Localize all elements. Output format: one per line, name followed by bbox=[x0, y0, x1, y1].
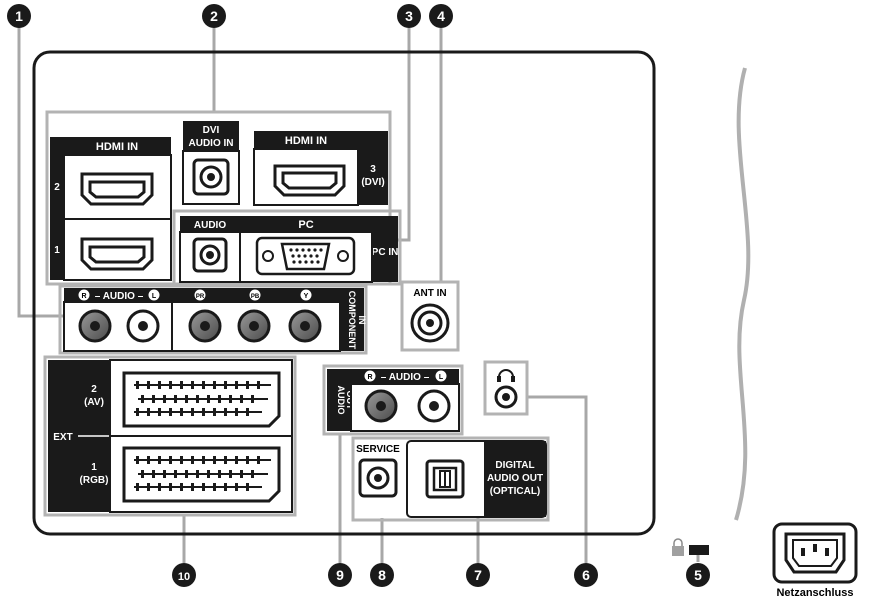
component-pb-label: PB bbox=[251, 294, 260, 300]
audio-out-r: R bbox=[367, 374, 372, 381]
callout-3: 3 bbox=[397, 4, 421, 28]
ant-in-jack[interactable] bbox=[410, 303, 450, 343]
svg-text:7: 7 bbox=[474, 567, 482, 583]
callout-2: 2 bbox=[202, 4, 226, 28]
callout-8: 8 bbox=[370, 563, 394, 587]
service-label: SERVICE bbox=[356, 444, 400, 455]
hdmi-port-3-dvi-label: (DVI) bbox=[361, 177, 384, 188]
lock-icon bbox=[672, 538, 684, 556]
callout-6: 6 bbox=[574, 563, 598, 587]
audio-out-l-jack[interactable] bbox=[417, 389, 451, 423]
pc-audio-jack[interactable] bbox=[192, 237, 228, 273]
hdmi-port-1-label: 1 bbox=[54, 245, 60, 256]
leader-lines bbox=[17, 27, 700, 563]
kensington-lock bbox=[672, 538, 709, 556]
callout-9: 9 bbox=[328, 563, 352, 587]
leader-3 bbox=[398, 28, 411, 242]
component-y-jack[interactable] bbox=[288, 309, 322, 343]
scart-port-1[interactable] bbox=[122, 446, 281, 503]
hdmi-in-right-title: HDMI IN bbox=[285, 135, 327, 147]
dvi-audio-in: DVI AUDIO IN bbox=[182, 121, 240, 205]
hdmi-port-2-label: 2 bbox=[54, 182, 60, 193]
leader-1 bbox=[17, 27, 64, 318]
pc-in-group: AUDIO PC PC IN bbox=[172, 209, 402, 286]
component-y-label: Y bbox=[304, 293, 309, 300]
callouts: 1 2 3 4 5 6 7 8 9 10 bbox=[7, 4, 710, 587]
pc-in-side-label: PC IN bbox=[372, 247, 399, 258]
component-in-group: COMPONENT IN R – AUDIO – L PR PB Y bbox=[58, 284, 368, 355]
headphone-icon bbox=[497, 369, 515, 382]
component-in-line2: IN bbox=[357, 316, 367, 325]
callout-5: 5 bbox=[686, 563, 710, 587]
service-optical-group: SERVICE DIGITAL AUDIO OUT (OPTICAL) bbox=[351, 436, 550, 522]
dvi-audio-in-line2: AUDIO IN bbox=[189, 138, 234, 149]
optical-port[interactable] bbox=[425, 459, 465, 499]
svg-text:5: 5 bbox=[694, 567, 702, 583]
audio-out-group: AUDIO OUT R – AUDIO – L bbox=[322, 364, 464, 436]
scart-port-2[interactable] bbox=[122, 371, 281, 428]
bezel-curve bbox=[734, 67, 751, 521]
power-socket-group: Netzanschluss bbox=[772, 522, 858, 598]
digital-out-line2: AUDIO OUT bbox=[487, 473, 543, 484]
hdmi-port-2[interactable] bbox=[80, 172, 154, 206]
component-pr-label: PR bbox=[196, 294, 205, 300]
pc-audio-label: AUDIO bbox=[194, 220, 226, 231]
component-audio-l-jack[interactable] bbox=[126, 309, 160, 343]
hdmi-in-right: HDMI IN 3 (DVI) bbox=[253, 131, 388, 206]
digital-out-line3: (OPTICAL) bbox=[490, 486, 541, 497]
ext-label: EXT bbox=[53, 432, 72, 443]
hdmi-in-left-title: HDMI IN bbox=[96, 141, 138, 153]
svg-text:6: 6 bbox=[582, 567, 590, 583]
svg-text:2: 2 bbox=[210, 8, 218, 24]
pc-label: PC bbox=[298, 219, 313, 231]
dvi-audio-in-line1: DVI bbox=[203, 125, 220, 136]
kensington-slot[interactable] bbox=[689, 545, 709, 555]
hdmi-port-3[interactable] bbox=[273, 164, 346, 197]
callout-7: 7 bbox=[466, 563, 490, 587]
headphone-group bbox=[483, 360, 529, 416]
component-pr-jack[interactable] bbox=[188, 309, 222, 343]
callout-4: 4 bbox=[429, 4, 453, 28]
component-in-line1: COMPONENT bbox=[347, 291, 357, 350]
dvi-audio-jack[interactable] bbox=[192, 158, 230, 196]
component-audio-label: – AUDIO – bbox=[95, 291, 144, 302]
svg-text:1: 1 bbox=[15, 8, 23, 24]
power-socket-label: Netzanschluss bbox=[776, 587, 853, 598]
service-jack[interactable] bbox=[358, 458, 398, 498]
ext-2-label: 2 bbox=[91, 384, 97, 395]
ext-scart-group: EXT 2 (AV) 1 (RGB) bbox=[43, 355, 297, 517]
digital-out-line1: DIGITAL bbox=[495, 460, 534, 471]
vga-port[interactable] bbox=[255, 236, 356, 276]
callout-10: 10 bbox=[172, 563, 196, 587]
hdmi-port-1[interactable] bbox=[80, 237, 154, 271]
component-audio-r: R bbox=[81, 293, 86, 300]
component-audio-l: L bbox=[152, 293, 157, 300]
ext-1-label: 1 bbox=[91, 462, 97, 473]
audio-out-label: – AUDIO – bbox=[381, 372, 430, 383]
svg-text:9: 9 bbox=[336, 567, 344, 583]
hdmi-in-left: HDMI IN 2 1 bbox=[50, 137, 172, 281]
ant-in: ANT IN bbox=[400, 280, 460, 352]
main-panel-outline bbox=[32, 50, 656, 536]
component-pb-jack[interactable] bbox=[237, 309, 271, 343]
audio-out-r-jack[interactable] bbox=[364, 389, 398, 423]
svg-text:10: 10 bbox=[178, 571, 190, 583]
headphone-jack[interactable] bbox=[494, 385, 518, 409]
callout-1: 1 bbox=[7, 4, 31, 28]
component-audio-r-jack[interactable] bbox=[78, 309, 112, 343]
svg-text:3: 3 bbox=[405, 8, 413, 24]
ant-in-label: ANT IN bbox=[413, 288, 446, 299]
svg-text:8: 8 bbox=[378, 567, 386, 583]
hdmi-port-3-label: 3 bbox=[370, 164, 376, 175]
audio-out-l: L bbox=[439, 374, 444, 381]
svg-text:4: 4 bbox=[437, 8, 445, 24]
ext-1-rgb-label: (RGB) bbox=[80, 475, 109, 486]
leader-6 bbox=[528, 395, 588, 563]
audio-out-line1: AUDIO bbox=[336, 386, 346, 415]
ext-2-av-label: (AV) bbox=[84, 397, 104, 408]
